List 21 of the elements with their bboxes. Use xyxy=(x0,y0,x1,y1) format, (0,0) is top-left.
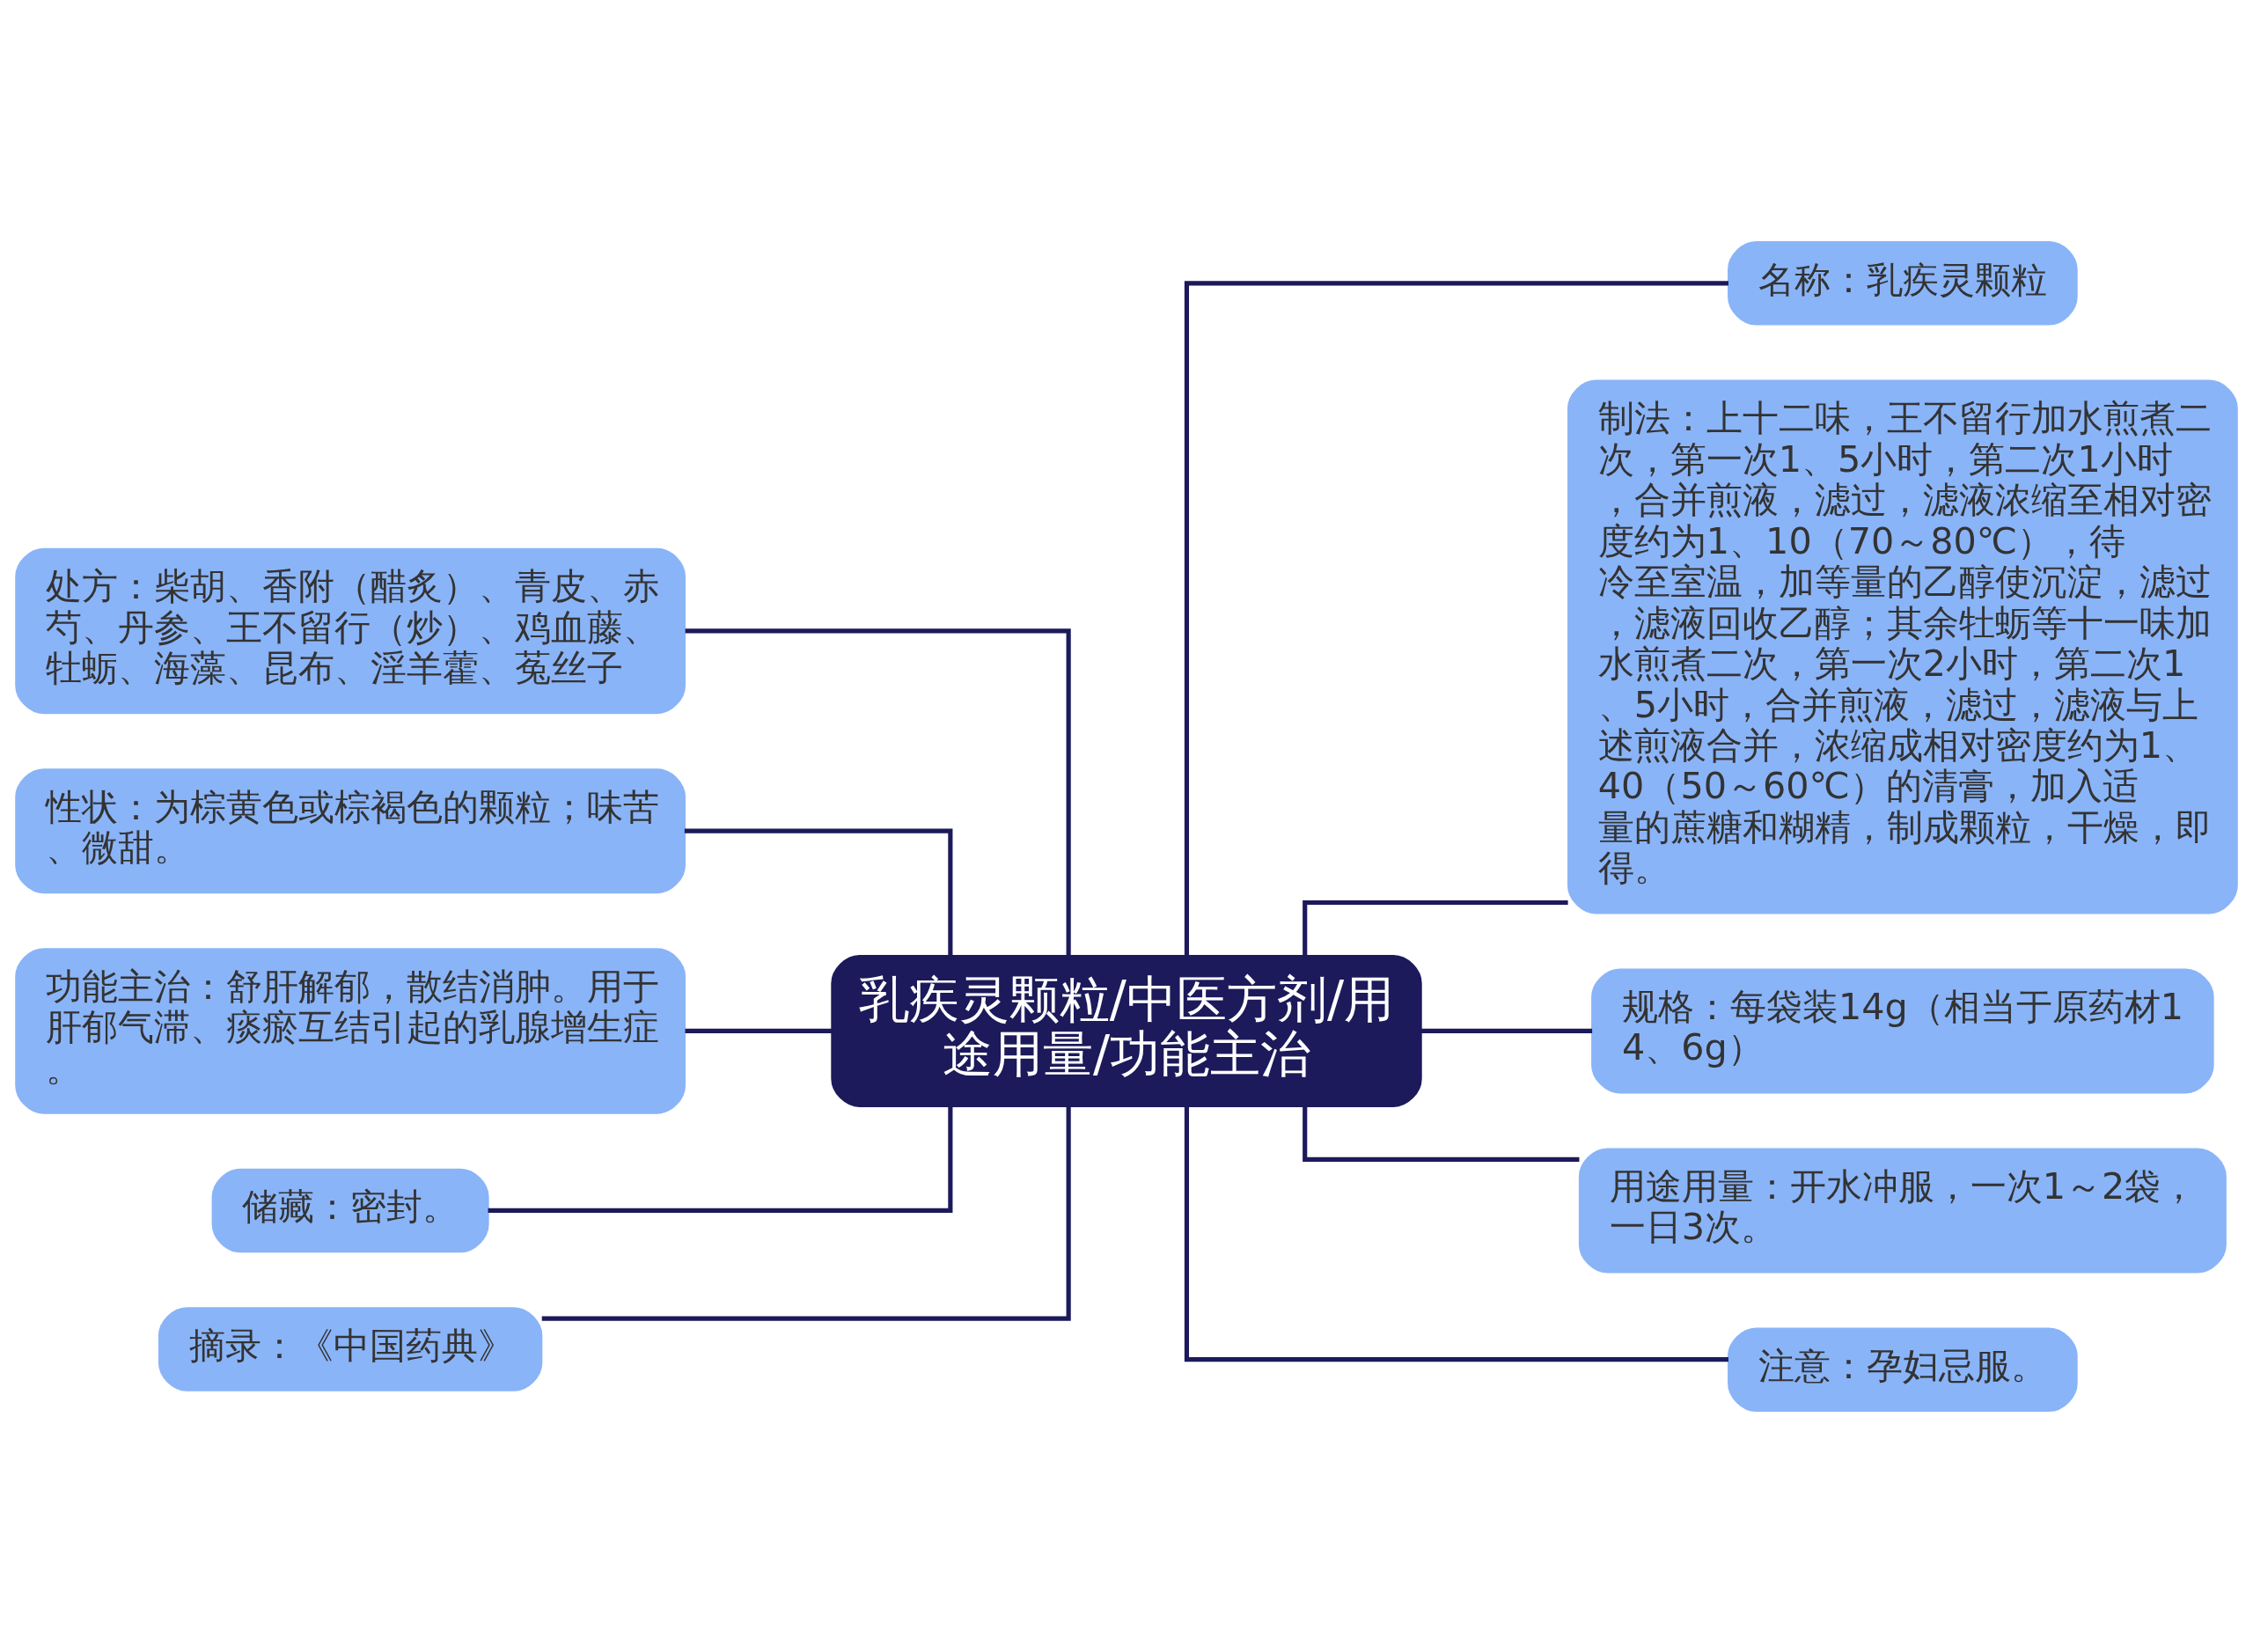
node-box: 处方：柴胡、香附（醋炙）、青皮、赤芍、丹参、王不留行（炒）、鸡血藤、牡蛎、海藻、昆布、淫羊藿、菟丝子 xyxy=(15,547,686,714)
connector xyxy=(1303,1105,1580,1162)
connector xyxy=(1303,899,1568,956)
node-box: 储藏：密封。 xyxy=(211,1168,489,1252)
connector xyxy=(685,628,1071,956)
connector xyxy=(488,1105,953,1213)
node-box: 摘录：《中国药典》 xyxy=(158,1306,543,1391)
node-box: 功能主治：舒肝解郁，散结消肿。用于肝郁气滞、痰瘀互结引起的乳腺增生症。 xyxy=(15,947,686,1114)
node-box: 制法：上十二味，王不留行加水煎煮二次，第一次1、5小时，第二次1小时，合并煎液，滤过，滤液浓缩至相对密度约为1、10（70～80℃），待冷至室温，加等量的乙醇使沉淀，滤过，滤液回收乙醇；其余牡蛎等十一味加水煎煮二次，第一次2小时，第二次1、5小时，合并煎液，滤过，滤液与上述煎液合并，浓缩成相对密度约为1、40（50～60℃）的清膏，加入适量的蔗糖和糊精，制成颗粒，干燥，即得。 xyxy=(1567,379,2238,914)
connector xyxy=(1184,1105,1728,1362)
node-box: 注意：孕妇忌服。 xyxy=(1728,1326,2078,1412)
node-box: 性状：为棕黄色或棕褐色的颗粒；味苦、微甜。 xyxy=(15,767,686,893)
connector xyxy=(1420,1028,1593,1033)
node-box: 规格：每袋装14g（相当于原药材14、6g） xyxy=(1591,967,2214,1093)
node-box: 用途用量：开水冲服，一次1～2袋，一日3次。 xyxy=(1578,1147,2227,1273)
connector xyxy=(1184,280,1728,956)
node-box: 名称：乳疾灵颗粒 xyxy=(1728,240,2078,326)
connector xyxy=(685,1028,833,1033)
node-box: 乳疾灵颗粒/中医方剂/用途用量/功能主治 xyxy=(831,954,1422,1107)
connector xyxy=(541,1105,1071,1321)
connector xyxy=(684,828,953,956)
